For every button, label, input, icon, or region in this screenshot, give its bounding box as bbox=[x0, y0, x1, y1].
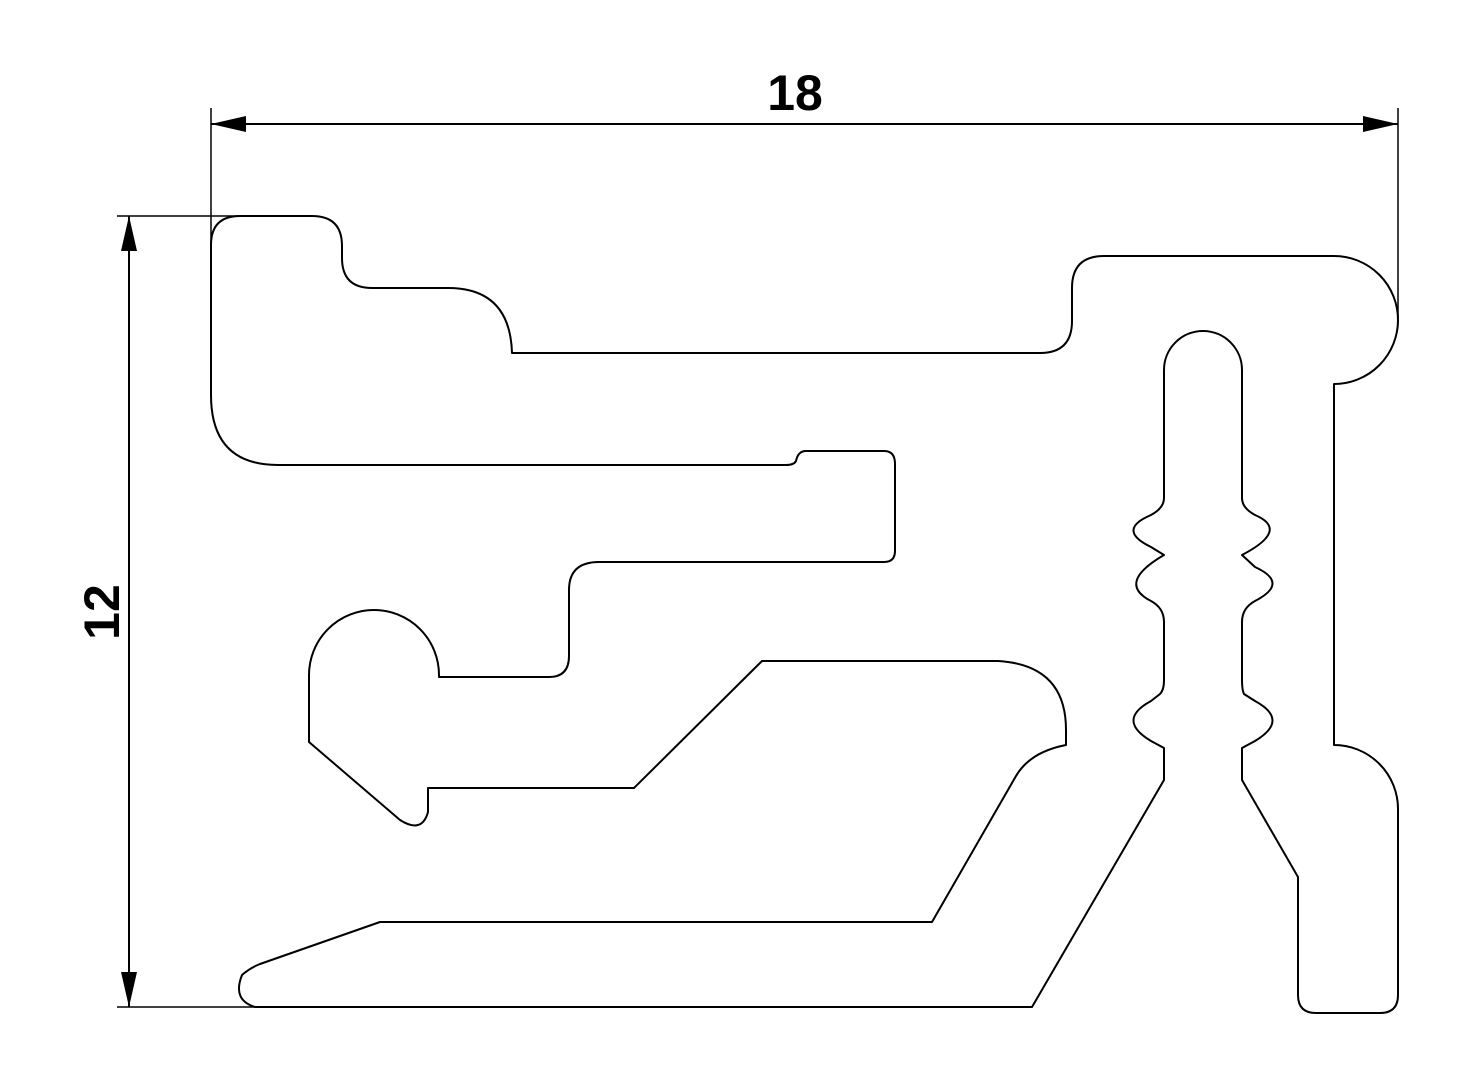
width-dimension: 18 bbox=[210, 65, 1399, 318]
width-arrow-left bbox=[211, 116, 246, 132]
height-arrow-bottom bbox=[121, 972, 137, 1007]
height-arrow-top bbox=[121, 216, 137, 251]
height-dimension-label: 12 bbox=[74, 584, 130, 640]
height-dimension: 12 bbox=[74, 215, 256, 1008]
width-dimension-label: 18 bbox=[767, 65, 823, 121]
width-arrow-right bbox=[1363, 116, 1398, 132]
profile-outline bbox=[210, 215, 1399, 1014]
